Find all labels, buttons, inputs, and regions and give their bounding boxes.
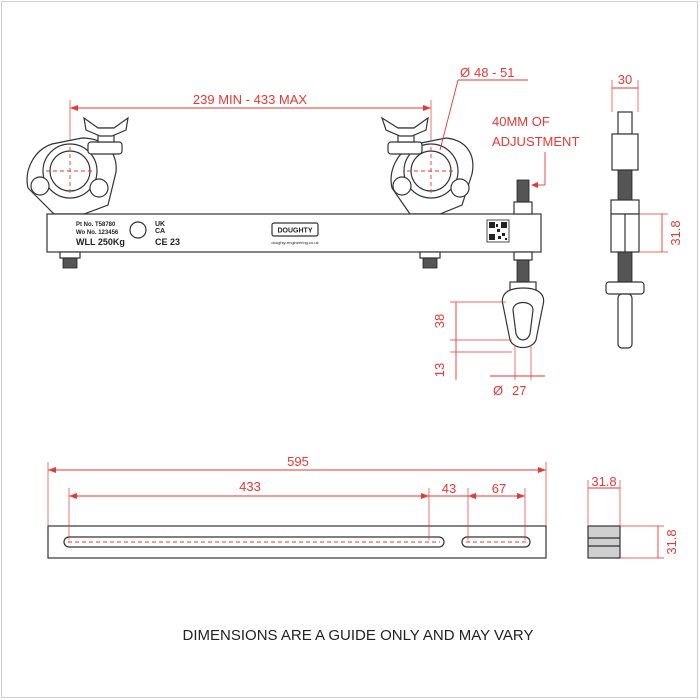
brand-website: doughty-engineering.co.uk bbox=[271, 240, 318, 245]
adjustment-line2: ADJUSTMENT bbox=[492, 134, 579, 149]
span-dimension: 239 MIN - 433 MAX bbox=[69, 92, 432, 140]
eye-diameter-symbol: Ø bbox=[493, 383, 503, 398]
eye-lower-label: 13 bbox=[432, 363, 447, 377]
bottom-nuts bbox=[59, 251, 441, 269]
section-width-label: 31.8 bbox=[591, 474, 616, 489]
span-label: 239 MIN - 433 MAX bbox=[193, 92, 307, 107]
plate-part-no: Pt No. T58780 bbox=[76, 222, 116, 228]
plate-wo-no: Wo No. 123456 bbox=[76, 230, 119, 236]
eye-diameter-label: 27 bbox=[512, 383, 526, 398]
bar-length-label: 595 bbox=[287, 454, 309, 469]
tube-diameter-symbol: Ø bbox=[460, 65, 470, 80]
plate-wll: WLL 250Kg bbox=[76, 237, 125, 247]
left-clamp bbox=[26, 116, 129, 215]
ukca-mark-line1: UK bbox=[155, 221, 165, 228]
bar-view: 595 433 43 67 bbox=[47, 454, 547, 559]
brand-name: DOUGHTY bbox=[278, 228, 313, 235]
right-clamp bbox=[380, 116, 474, 215]
main-bar bbox=[46, 213, 542, 253]
front-view: Pt No. T58780 Wo No. 123456 WLL 250Kg UK… bbox=[26, 65, 579, 398]
slot-short-label: 67 bbox=[492, 481, 506, 496]
eye-dimensions: 38 13 Ø 27 bbox=[432, 301, 545, 398]
side-view: 30 31.8 bbox=[605, 72, 683, 349]
eye-height-label: 38 bbox=[432, 314, 447, 328]
slot-long-label: 433 bbox=[239, 479, 261, 494]
tube-diameter-label: 48 - 51 bbox=[474, 65, 514, 80]
side-width-label: 30 bbox=[618, 72, 632, 87]
side-height-label: 31.8 bbox=[668, 220, 683, 245]
ukca-mark-line2: CA bbox=[155, 228, 165, 235]
test-seal-icon bbox=[129, 221, 147, 239]
tube-diameter-dimension: Ø 48 - 51 bbox=[439, 65, 528, 151]
brand-badge bbox=[271, 222, 319, 237]
ce-mark: CE 23 bbox=[155, 237, 180, 247]
adjustment-line1: 40MM OF bbox=[492, 114, 550, 129]
qr-code-icon bbox=[486, 219, 510, 243]
adjustment-bolt bbox=[501, 179, 545, 349]
disclaimer-text: DIMENSIONS ARE A GUIDE ONLY AND MAY VARY bbox=[183, 627, 534, 644]
adjustment-callout: 40MM OF ADJUSTMENT bbox=[492, 114, 579, 188]
section-height-label: 31.8 bbox=[664, 529, 679, 554]
slot-gap-label: 43 bbox=[442, 481, 456, 496]
section-view: 31.8 31.8 bbox=[587, 474, 679, 559]
